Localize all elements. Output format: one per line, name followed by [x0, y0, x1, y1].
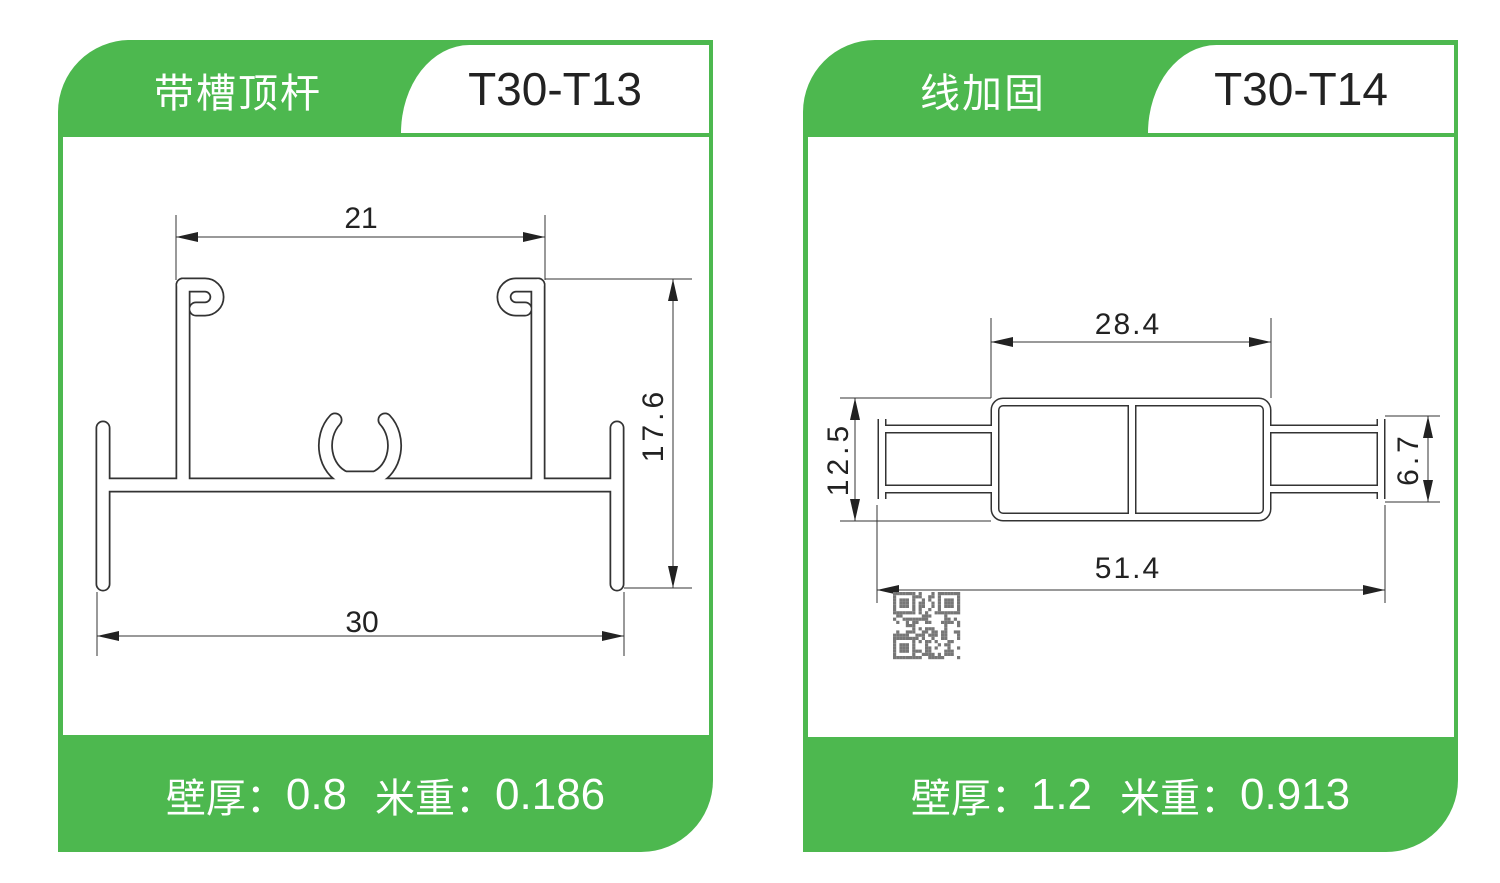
product-name: 线加固	[920, 71, 1046, 117]
drawing-area	[63, 137, 709, 735]
wall-thickness-label: 壁厚：	[910, 776, 1031, 822]
product-name: 带槽顶杆	[154, 71, 322, 117]
drawing-area	[808, 137, 1454, 737]
product-code: T30-T13	[468, 63, 642, 115]
weight-value: 0.913	[1240, 770, 1351, 819]
spec-footer: 壁厚： 0.8 米重： 0.186	[58, 755, 713, 835]
weight-value: 0.186	[495, 770, 606, 819]
product-code-tab: T30-T14	[1148, 45, 1454, 133]
weight-label: 米重：	[1120, 776, 1241, 822]
product-code-tab: T30-T13	[401, 45, 709, 133]
wall-thickness-value: 0.8	[285, 770, 348, 819]
wall-thickness-label: 壁厚：	[165, 776, 286, 822]
product-code: T30-T14	[1214, 63, 1388, 115]
wall-thickness-value: 1.2	[1030, 770, 1093, 819]
spec-footer: 壁厚： 1.2 米重： 0.913	[803, 755, 1458, 835]
product-card-t30-t14: 线加固 T30-T14 壁厚： 1.2 米重： 0.913	[803, 40, 1458, 852]
weight-label: 米重：	[375, 776, 496, 822]
product-card-t30-t13: 带槽顶杆 T30-T13 壁厚： 0.8 米重： 0.186	[58, 40, 713, 852]
